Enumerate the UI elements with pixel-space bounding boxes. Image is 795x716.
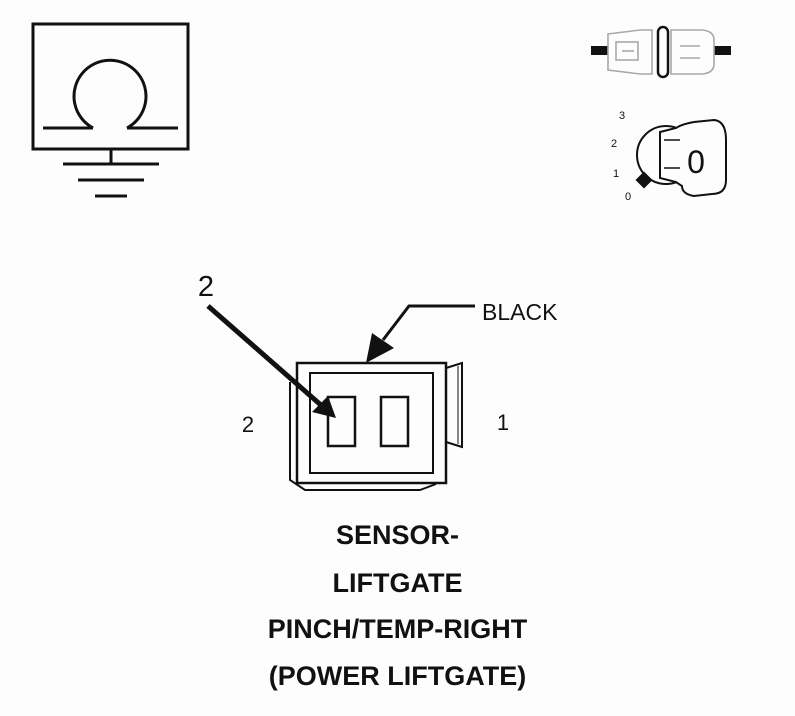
ignition-position-3: 3	[619, 110, 625, 122]
title-line-4: (POWER LIFTGATE)	[268, 661, 527, 691]
connector-face	[289, 361, 463, 491]
ignition-position-1: 1	[613, 168, 619, 180]
title-line-1: SENSOR-	[335, 520, 460, 550]
cavity-left-label: 2	[242, 412, 254, 437]
cavity-1	[379, 395, 410, 448]
ignition-position-2: 2	[611, 138, 617, 150]
cavity-right-label: 1	[497, 410, 509, 435]
cavity-2	[326, 395, 357, 448]
ohmmeter-ground-icon	[31, 22, 190, 198]
callout-number: 2	[198, 271, 214, 303]
ignition-key-label: 0	[687, 144, 705, 180]
title-line-2: LIFTGATE	[332, 568, 463, 598]
connector-color-label: BLACK	[482, 299, 558, 325]
callout-arrow	[206, 304, 336, 418]
color-leader-arrow	[366, 304, 475, 363]
ignition-position-0: 0	[625, 191, 631, 203]
ignition-key-icon: 3 2 1 0 0	[611, 110, 727, 203]
title-line-3: PINCH/TEMP-RIGHT	[267, 614, 528, 644]
connector-side-view-icon	[591, 25, 731, 79]
